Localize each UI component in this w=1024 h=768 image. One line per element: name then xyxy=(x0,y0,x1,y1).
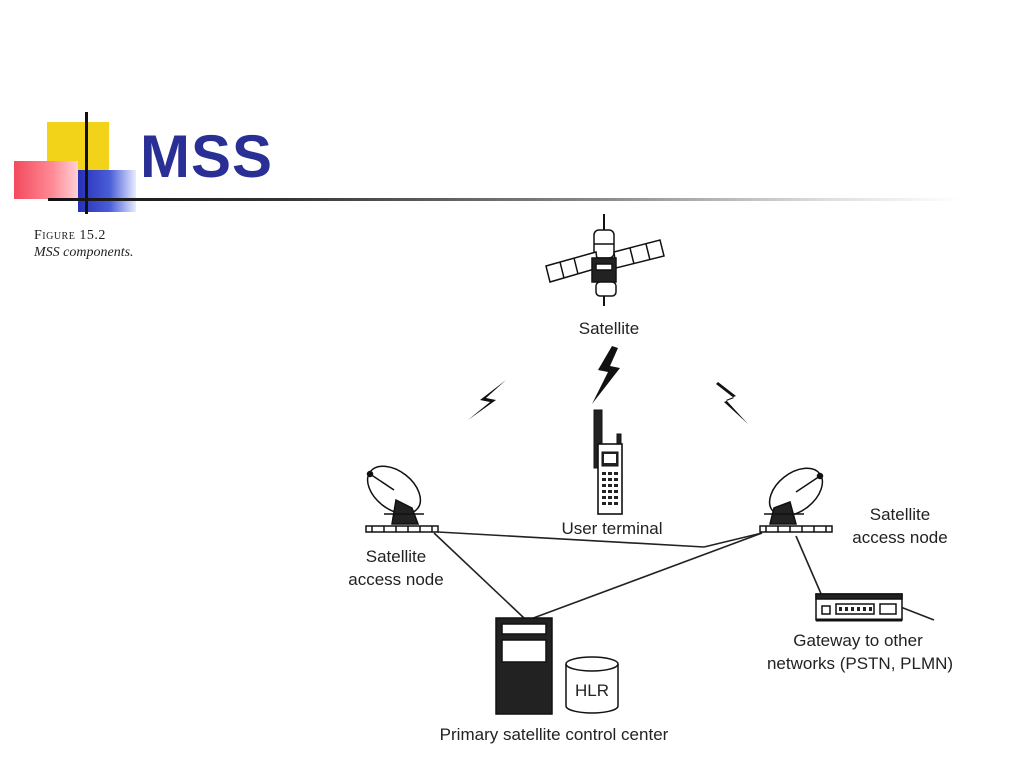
gateway-label-line2: networks (PSTN, PLMN) xyxy=(767,654,953,673)
left-node-label-line2: access node xyxy=(348,570,443,589)
network-links xyxy=(433,531,935,621)
radio-link-icons xyxy=(468,346,748,424)
control-center-icon xyxy=(495,617,553,715)
right-node-label-line2: access node xyxy=(852,528,947,547)
decor-vertical-line xyxy=(85,112,88,214)
link-right-node-gateway xyxy=(795,535,823,597)
link-right-node-control xyxy=(527,532,763,621)
right-node-label-line1: Satellite xyxy=(870,505,930,524)
lightning-icon xyxy=(468,380,506,420)
lightning-icon xyxy=(716,382,748,424)
hlr-database-icon xyxy=(565,656,619,714)
link-gateway-external xyxy=(897,605,935,621)
satellite-label: Satellite xyxy=(579,319,639,338)
link-right-node-joint xyxy=(703,532,763,548)
right-dish-icon xyxy=(759,467,833,533)
user-terminal-icon xyxy=(593,409,623,515)
control-center-label: Primary satellite control center xyxy=(440,725,669,744)
gateway-icon xyxy=(815,593,903,622)
satellite-icon xyxy=(545,214,665,306)
left-node-label-line1: Satellite xyxy=(366,547,426,566)
left-dish-icon xyxy=(365,465,439,533)
figure-number: Figure 15.2 xyxy=(34,228,106,243)
user-terminal-label: User terminal xyxy=(561,519,662,538)
slide-title: MSS xyxy=(140,123,274,190)
figure-caption: Figure 15.2 MSS components. xyxy=(34,228,134,261)
hlr-label: HLR xyxy=(575,681,609,700)
link-left-node-control xyxy=(433,532,525,619)
link-left-node-right-node xyxy=(437,531,705,548)
gateway-label-line1: Gateway to other xyxy=(793,631,923,650)
lightning-icon xyxy=(592,346,620,404)
title-underline xyxy=(48,198,960,201)
decor-red-square xyxy=(14,161,78,199)
figure-title: MSS components. xyxy=(34,245,134,260)
